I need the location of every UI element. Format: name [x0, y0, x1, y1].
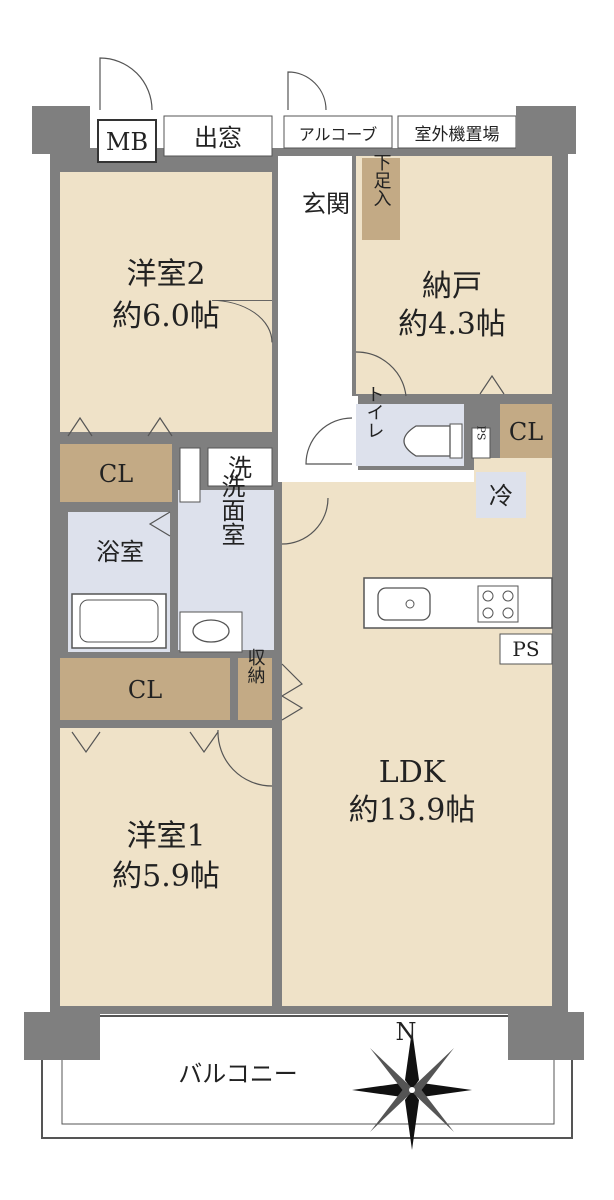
toilet-tank [449, 423, 463, 459]
ps-label-kitchen: PS [512, 637, 539, 661]
fridge-label: 冷 [489, 482, 513, 510]
hall-junction [278, 396, 358, 476]
burner-2 [502, 590, 514, 602]
bath-label: 浴室 [96, 538, 144, 566]
bath-door-mark [148, 511, 171, 537]
door-arc-toilet [305, 417, 353, 465]
burner-3 [482, 607, 494, 619]
closet-western1-label: CL [128, 676, 162, 704]
ps-duct-kitchen [499, 633, 553, 665]
door-arc-western1 [217, 729, 273, 787]
door-arc-western2 [211, 299, 273, 343]
toilet-label: トイレ [364, 385, 385, 439]
closet-western2 [60, 444, 172, 502]
entrance-label: 玄関 [302, 190, 350, 218]
north-compass-icon [352, 1030, 472, 1150]
closet-door-marks-3 [479, 374, 505, 395]
storage-cabinet-label: 収納 [245, 648, 266, 684]
closet-western1 [60, 658, 230, 720]
ldk-area: 約13.9帖 [349, 793, 476, 828]
door-arc-storage-cabinet [281, 663, 304, 721]
western2-name: 洋室2 [126, 257, 205, 292]
burner-1 [482, 590, 494, 602]
storage-cabinet [238, 658, 272, 720]
storage-room-name: 納戸 [422, 269, 482, 304]
column-bottom-left [24, 1012, 100, 1060]
kitchen-sink [377, 587, 431, 621]
alcove-label: アルコーブ [299, 125, 378, 144]
closet-storage [500, 404, 552, 458]
entrance-door-arc [287, 71, 327, 111]
closet-storage-label: CL [509, 418, 543, 446]
western-room-1 [60, 728, 272, 1006]
washroom-label: 洗面室 [217, 474, 245, 546]
bathtub-inner [79, 599, 159, 643]
ps-duct-toilet [471, 427, 491, 459]
shoe-storage-label: 下足入 [371, 153, 392, 207]
western-room-2 [60, 172, 272, 432]
bathtub [71, 593, 167, 649]
column-top-left [32, 106, 90, 154]
closet-western2-label: CL [99, 460, 133, 488]
closet-door-marks-2 [71, 731, 219, 754]
balcony-outline [41, 1060, 573, 1139]
washer-space [207, 447, 273, 487]
western1-area: 約5.9帖 [112, 859, 220, 894]
mb-door-arc [99, 57, 153, 111]
alcove [283, 115, 393, 149]
shoe-storage [362, 158, 400, 240]
western2-area: 約6.0帖 [112, 299, 220, 334]
column-top-right [516, 106, 576, 154]
north-label: N [396, 1018, 417, 1046]
column-bottom-right [508, 1012, 584, 1060]
burner-4 [502, 607, 514, 619]
western1-name: 洋室1 [126, 819, 205, 854]
ldk-name: LDK [379, 755, 446, 790]
washer-label: 洗 [228, 454, 252, 482]
mb-box [97, 119, 157, 163]
bay-window [163, 115, 273, 157]
ps-label-toilet: PS [475, 426, 488, 441]
storage-room-area: 約4.3帖 [398, 307, 506, 342]
door-arc-storage [355, 351, 407, 397]
bay-window-label: 出窓 [194, 124, 242, 152]
door-arc-washroom [281, 497, 329, 545]
toilet-bowl [403, 425, 451, 457]
closet-door-marks-1 [67, 416, 173, 437]
wash-shelf [179, 447, 201, 503]
sink-drain [405, 599, 415, 609]
outdoor-unit-space [397, 115, 517, 149]
wash-basin [192, 619, 230, 643]
outdoor-unit-label: 室外機置場 [415, 125, 500, 145]
balcony-inner [61, 1060, 555, 1125]
fridge-space [476, 472, 526, 518]
ldk-room [282, 482, 552, 1006]
mb-label: MB [106, 128, 148, 156]
balcony-label: バルコニー [178, 1060, 298, 1088]
